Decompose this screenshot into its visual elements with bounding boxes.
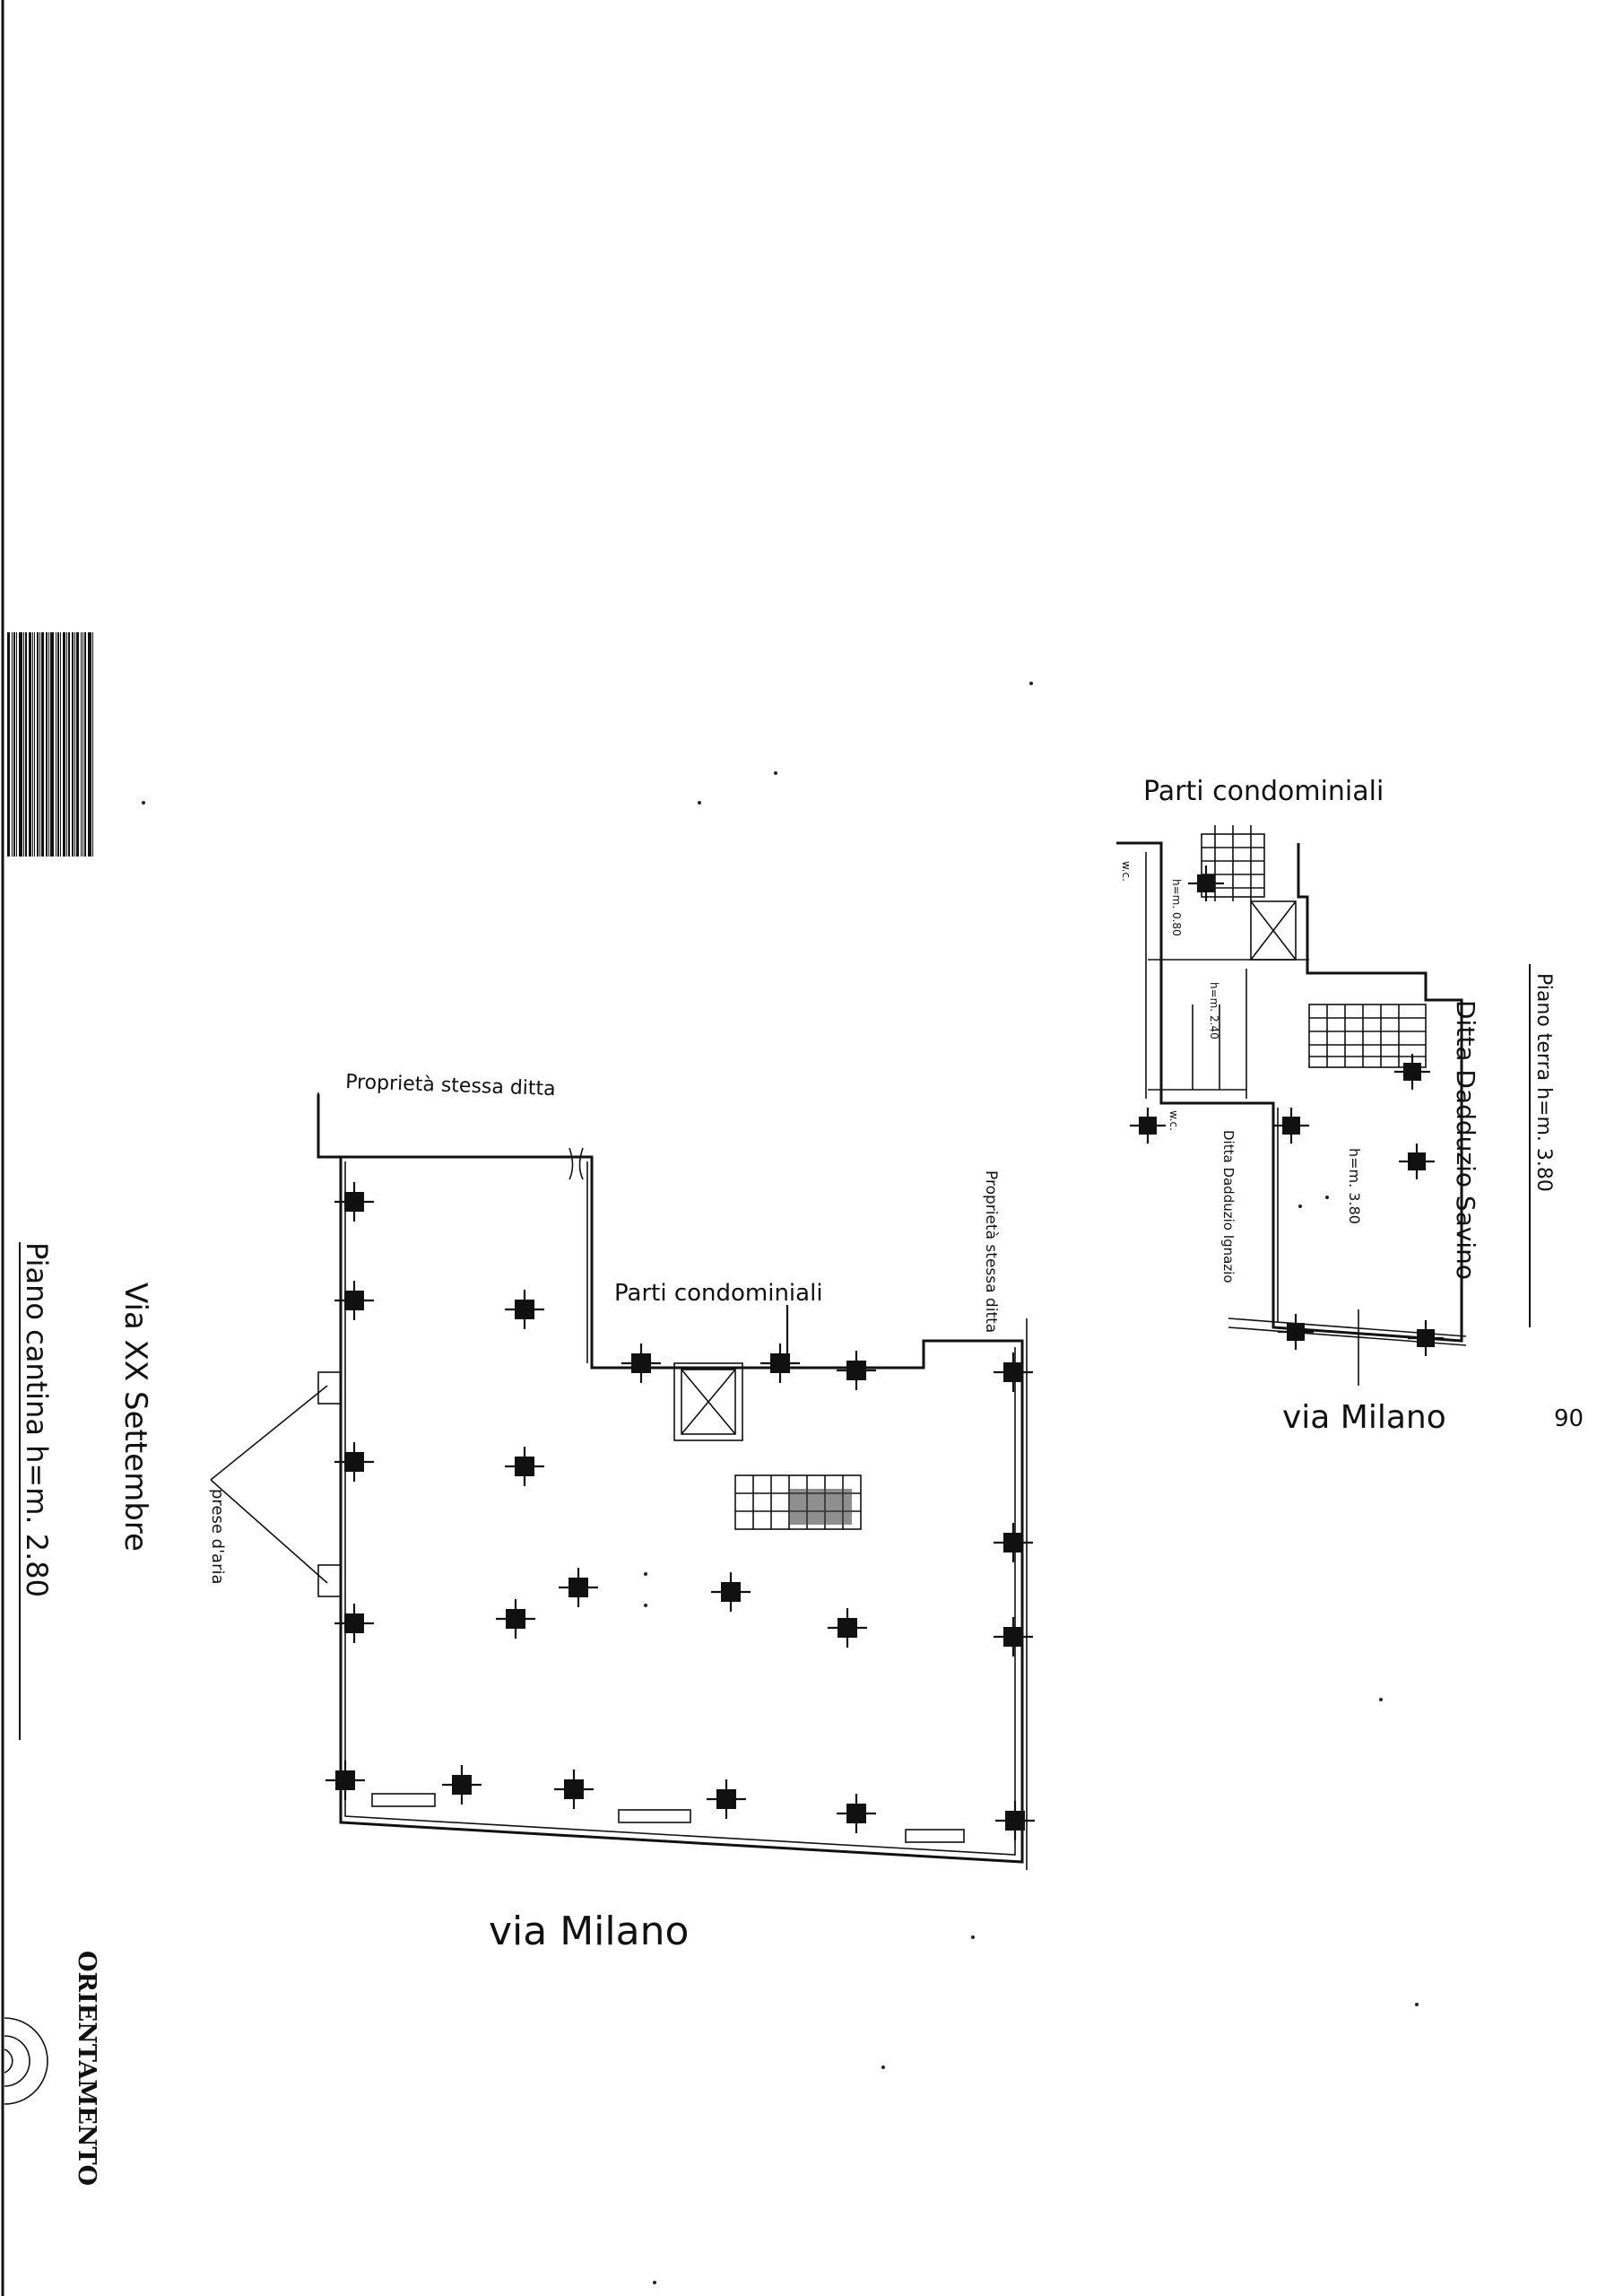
prese-aria-lines bbox=[210, 1371, 342, 1597]
pillar bbox=[1408, 1320, 1444, 1356]
pillar bbox=[1188, 865, 1224, 901]
label-h-small-1: h=m. 0.80 bbox=[1170, 879, 1183, 936]
orientamento-label: ORIENTAMENTO bbox=[73, 1951, 100, 2186]
pillar bbox=[334, 1604, 374, 1643]
pillar bbox=[559, 1568, 598, 1607]
pillar bbox=[505, 1447, 544, 1486]
pillar bbox=[760, 1344, 800, 1383]
pillar bbox=[828, 1608, 867, 1648]
cantina-windows bbox=[371, 1793, 965, 1843]
label-wc-1: w.c. bbox=[1120, 861, 1133, 882]
scan-specks bbox=[142, 682, 1419, 2284]
pillar bbox=[325, 1761, 365, 1800]
label-via-milano-right: via Milano bbox=[1282, 1399, 1446, 1436]
label-h-small-2: h=m. 2.40 bbox=[1208, 982, 1220, 1039]
label-civic-number: 90 bbox=[1554, 1405, 1584, 1432]
pillar bbox=[554, 1770, 594, 1809]
label-parti-condominiali-right: Parti condominiali bbox=[1143, 776, 1384, 807]
label-via-milano-bottom: via Milano bbox=[489, 1909, 689, 1954]
pillar bbox=[334, 1281, 374, 1320]
terra-stairs-right bbox=[1308, 1004, 1427, 1068]
pillar bbox=[994, 1352, 1033, 1392]
pillar bbox=[334, 1442, 374, 1482]
pillar bbox=[442, 1765, 482, 1805]
cantina-stairs bbox=[734, 1474, 862, 1530]
pillar bbox=[1278, 1314, 1314, 1350]
label-parti-condominiali-left: Parti condominiali bbox=[614, 1280, 823, 1307]
pillar bbox=[995, 1801, 1035, 1840]
terra-outer-wall bbox=[1116, 841, 1463, 1343]
pillar bbox=[711, 1572, 751, 1612]
piano-cantina-plan bbox=[210, 1092, 1035, 1870]
label-piano-cantina: Piano cantina h=m. 2.80 bbox=[20, 1242, 54, 1597]
pillar bbox=[621, 1344, 661, 1383]
pillar bbox=[994, 1617, 1033, 1657]
label-h-inner: h=m. 3.80 bbox=[1346, 1148, 1363, 1224]
barcode-strip bbox=[5, 628, 95, 859]
cantina-outer-wall bbox=[317, 1094, 1024, 1864]
pillar bbox=[994, 1523, 1033, 1562]
elevator-shaft bbox=[681, 1369, 736, 1435]
label-ditta-dadduzio-savino: Ditta Dadduzio Savino bbox=[1451, 1000, 1480, 1280]
pillar bbox=[837, 1351, 876, 1390]
label-proprieta-stessa-ditta-top: Proprietà stessa ditta bbox=[345, 1071, 556, 1100]
pillar bbox=[496, 1599, 535, 1639]
terra-elevator bbox=[1250, 900, 1297, 961]
pillar bbox=[1130, 1108, 1166, 1144]
pillar bbox=[707, 1779, 746, 1819]
piano-terra-plan bbox=[1116, 825, 1467, 1386]
label-wc-2: w.c. bbox=[1167, 1110, 1180, 1131]
orientation-compass bbox=[4, 2017, 48, 2105]
pillar bbox=[1399, 1144, 1435, 1179]
pillar bbox=[1394, 1054, 1430, 1090]
label-piano-terra: Piano terra h=m. 3.80 bbox=[1532, 973, 1555, 1192]
pillar bbox=[1273, 1108, 1309, 1144]
pillar bbox=[837, 1794, 876, 1833]
label-via-xx-settembre: Via XX Settembre bbox=[117, 1283, 153, 1552]
pillar bbox=[334, 1182, 374, 1222]
label-ditta-dadduzio-ignazio: Ditta Dadduzio Ignazio bbox=[1220, 1130, 1237, 1283]
label-proprieta-stessa-ditta-side: Proprietà stessa ditta bbox=[982, 1170, 1000, 1333]
label-prese-aria: prese d'aria bbox=[208, 1489, 227, 1585]
pillar bbox=[505, 1290, 544, 1329]
